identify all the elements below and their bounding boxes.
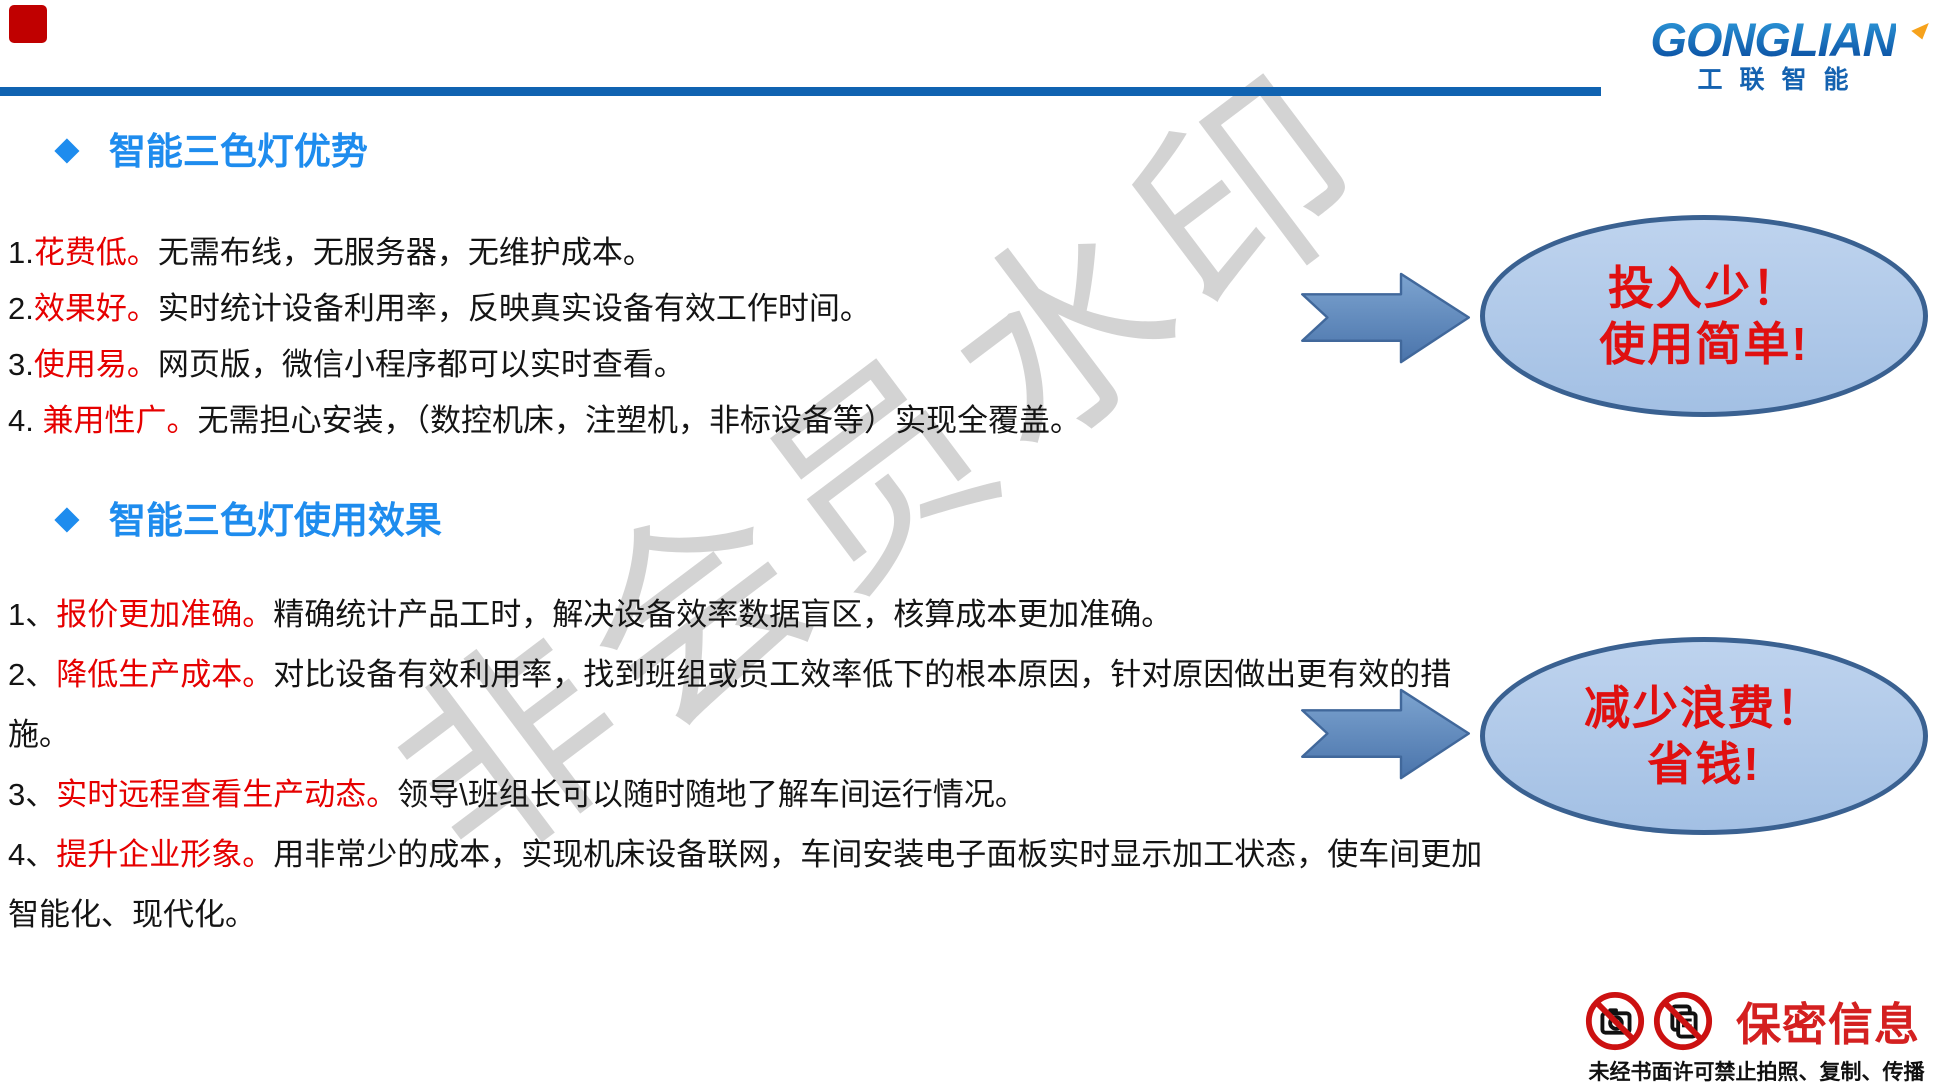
list-item: 3.使用易。网页版，微信小程序都可以实时查看。 (8, 337, 1488, 393)
list-item: 2.效果好。实时统计设备利用率，反映真实设备有效工作时间。 (8, 281, 1488, 337)
logo-accent-icon (1911, 17, 1933, 40)
item-number: 1、 (8, 597, 57, 632)
item-text: 无需布线，无服务器，无维护成本。 (157, 235, 654, 270)
item-text: 网页版，微信小程序都可以实时查看。 (157, 347, 685, 382)
advantage-list: 1.花费低。无需布线，无服务器，无维护成本。 2.效果好。实时统计设备利用率，反… (8, 225, 1488, 449)
corner-marker (9, 5, 47, 43)
confidential-header: 保密信息 (1584, 988, 1929, 1053)
list-item: 2、降低生产成本。对比设备有效利用率，找到班组或员工效率低下的根本原因，针对原因… (8, 645, 1488, 765)
callout-line: 省钱! (1647, 738, 1761, 790)
confidential-block: 保密信息 未经书面许可禁止拍照、复制、传播 (1584, 988, 1929, 1086)
section1-title: ◆ 智能三色灯优势 (55, 121, 368, 175)
section2-title: ◆ 智能三色灯使用效果 (55, 490, 442, 544)
item-number: 3、 (8, 777, 57, 812)
arrow-right-icon (1301, 688, 1471, 780)
brand-wordmark: GONGLIAN (1650, 13, 1896, 66)
item-text: 领导\班组长可以随时随地了解车间运行情况。 (397, 777, 1026, 812)
item-emphasis: 提升企业形象。 (56, 837, 274, 872)
item-emphasis: 降低生产成本。 (56, 657, 274, 692)
brand-subtitle: 工联智能 (1697, 66, 1866, 94)
confidential-title: 保密信息 (1736, 999, 1921, 1050)
header-rule (0, 87, 1601, 96)
list-item: 1.花费低。无需布线，无服务器，无维护成本。 (8, 225, 1488, 281)
item-text: 精确统计产品工时，解决设备效率数据盲区，核算成本更加准确。 (273, 597, 1173, 632)
callout-ellipse: 投入少！ 使用简单! (1480, 215, 1928, 417)
list-item: 3、实时远程查看生产动态。领导\班组长可以随时随地了解车间运行情况。 (8, 765, 1488, 825)
callout-line: 使用简单! (1599, 318, 1809, 370)
item-text: 用非常少的成本，实现机床设备联网，车间安装电子面板实时显示加工状态，使车间更加智… (8, 837, 1483, 932)
item-emphasis: 报价更加准确。 (56, 597, 274, 632)
item-number: 3. (8, 347, 34, 382)
item-emphasis: 花费低。 (33, 235, 158, 270)
item-text: 对比设备有效利用率，找到班组或员工效率低下的根本原因，针对原因做出更有效的措施。 (8, 657, 1452, 752)
diamond-bullet-icon: ◆ (55, 130, 79, 166)
no-photo-icon (1585, 991, 1645, 1050)
item-emphasis: 实时远程查看生产动态。 (56, 777, 398, 812)
list-item: 4. 兼用性广。无需担心安装，（数控机床，注塑机，非标设备等）实现全覆盖。 (8, 393, 1488, 449)
item-number: 2. (8, 291, 34, 326)
list-item: 1、报价更加准确。精确统计产品工时，解决设备效率数据盲区，核算成本更加准确。 (8, 585, 1488, 645)
effect-list: 1、报价更加准确。精确统计产品工时，解决设备效率数据盲区，核算成本更加准确。 2… (8, 585, 1488, 945)
diamond-bullet-icon: ◆ (55, 499, 79, 535)
item-number: 4. (8, 403, 43, 438)
item-number: 2、 (8, 657, 57, 692)
list-item: 4、提升企业形象。用非常少的成本，实现机床设备联网，车间安装电子面板实时显示加工… (8, 825, 1488, 945)
no-copy-icon (1653, 991, 1713, 1050)
item-emphasis: 兼用性广。 (42, 403, 198, 438)
callout-line: 减少浪费！ (1584, 682, 1824, 734)
item-text: 无需担心安装，（数控机床，注塑机，非标设备等）实现全覆盖。 (197, 403, 1081, 438)
arrow-right-icon (1301, 272, 1471, 364)
brand-logo: GONGLIAN 工联智能 (1623, 13, 1933, 95)
item-number: 4、 (8, 837, 57, 872)
confidential-note: 未经书面许可禁止拍照、复制、传播 (1588, 1061, 1925, 1084)
item-number: 1. (8, 235, 34, 270)
item-emphasis: 效果好。 (33, 291, 158, 326)
section2-title-text: 智能三色灯使用效果 (108, 501, 442, 542)
item-emphasis: 使用易。 (33, 347, 158, 382)
callout-ellipse: 减少浪费！ 省钱! (1480, 637, 1928, 835)
callout-line: 投入少！ (1608, 262, 1800, 314)
item-text: 实时统计设备利用率，反映真实设备有效工作时间。 (157, 291, 871, 326)
section1-title-text: 智能三色灯优势 (108, 132, 368, 173)
